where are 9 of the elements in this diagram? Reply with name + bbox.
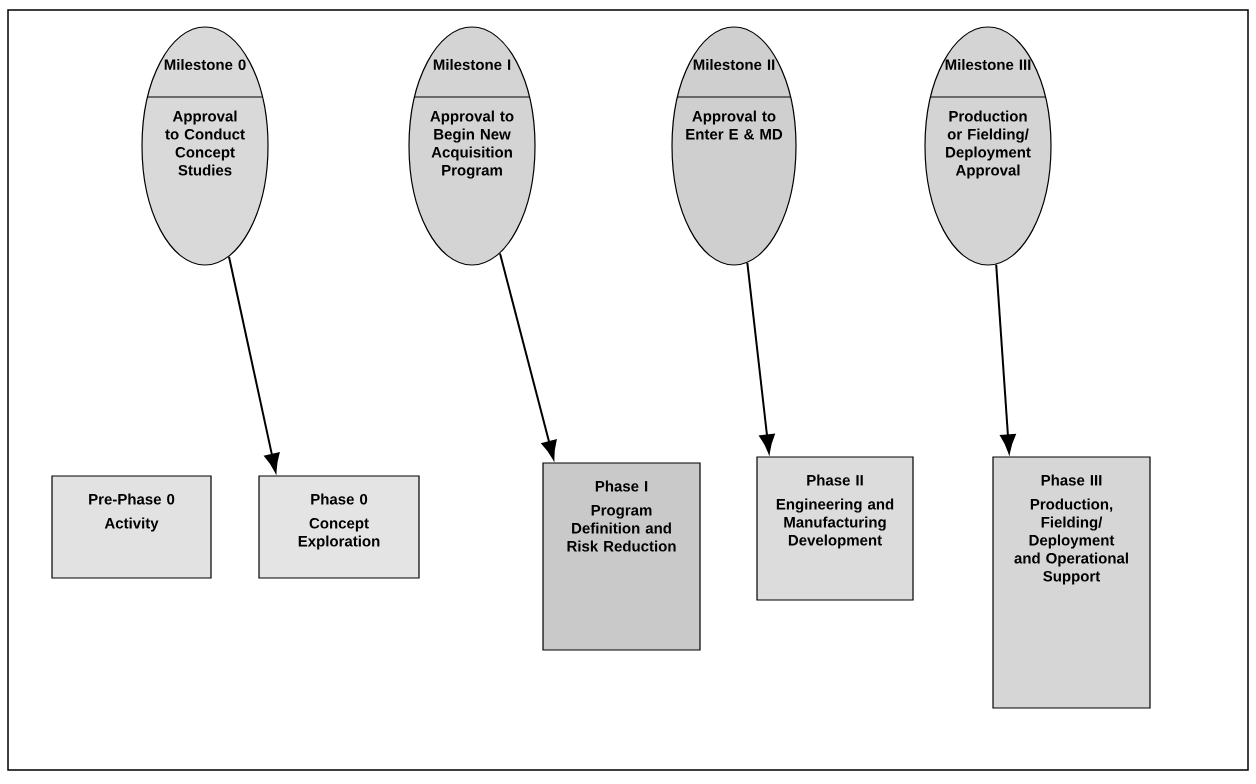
arrow (995, 263, 1016, 454)
phase-box: Pre-Phase 0 Activity (51, 475, 212, 579)
arrow (228, 255, 280, 473)
phase-box: Phase III Production, Fielding/ Deployment and Operational Support (992, 456, 1151, 709)
arrow (746, 261, 775, 454)
arrow (499, 252, 557, 460)
phase-box: Phase II Engineering and Manufacturing Development (756, 456, 914, 601)
phase-box: Phase I Program Definition and Risk Reduction (542, 462, 701, 651)
phase-box: Phase 0 Concept Exploration (258, 475, 420, 579)
